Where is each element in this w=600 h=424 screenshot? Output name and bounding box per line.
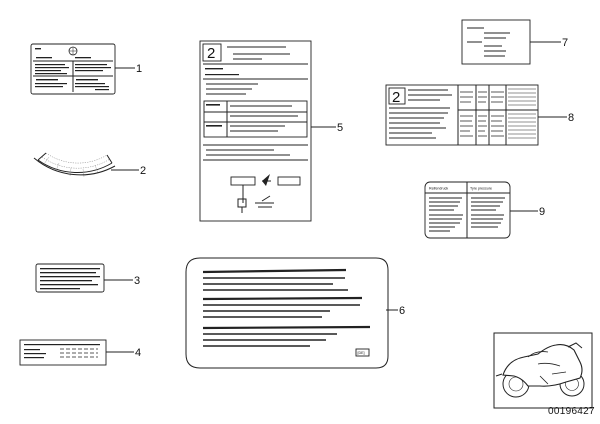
callout-9-number: 9: [539, 206, 545, 218]
callout-6[interactable]: 6: [386, 305, 405, 317]
callout-4[interactable]: 4: [106, 347, 141, 359]
callout-1-number: 1: [136, 63, 142, 75]
callout-8-number: 8: [568, 112, 574, 124]
callout-8[interactable]: 8: [538, 112, 574, 124]
label-2-arc-sticker: [33, 152, 116, 178]
label-9-tyre-pressure: Reifendruck Tyre pressure: [424, 181, 511, 239]
label-3-warning-sticker: [35, 263, 105, 293]
callout-9[interactable]: 9: [510, 206, 545, 218]
callout-7[interactable]: 7: [530, 37, 568, 49]
label-4-tyre-info: [19, 339, 107, 366]
label-5-instruction-sheet: 2: [199, 40, 312, 222]
callout-5-number: 5: [337, 122, 343, 134]
callout-3[interactable]: 3: [104, 275, 140, 287]
callout-2[interactable]: 2: [111, 165, 146, 177]
label-6-code: [DE]: [358, 351, 365, 355]
diagram-part-number: 00196427: [548, 406, 595, 417]
label-9-header-right: Tyre pressure: [470, 187, 492, 191]
callout-4-number: 4: [135, 347, 141, 359]
callout-2-number: 2: [140, 165, 146, 177]
sheet-5-number: 2: [207, 45, 215, 62]
callout-3-number: 3: [134, 275, 140, 287]
callout-7-number: 7: [562, 37, 568, 49]
label-8-info-card: 2: [385, 84, 539, 146]
label-9-header-left: Reifendruck: [429, 187, 448, 191]
label-6-oval-info: [DE]: [185, 257, 389, 369]
label-1-data-plate: [30, 43, 116, 95]
sheet-8-number: 2: [392, 89, 400, 106]
label-7-sticker: [461, 19, 531, 65]
motorcycle-thumbnail: [493, 332, 593, 409]
callout-1[interactable]: 1: [115, 63, 142, 75]
callout-6-number: 6: [399, 305, 405, 317]
callout-5[interactable]: 5: [311, 122, 343, 134]
motorcycle-body-icon: [502, 344, 583, 387]
